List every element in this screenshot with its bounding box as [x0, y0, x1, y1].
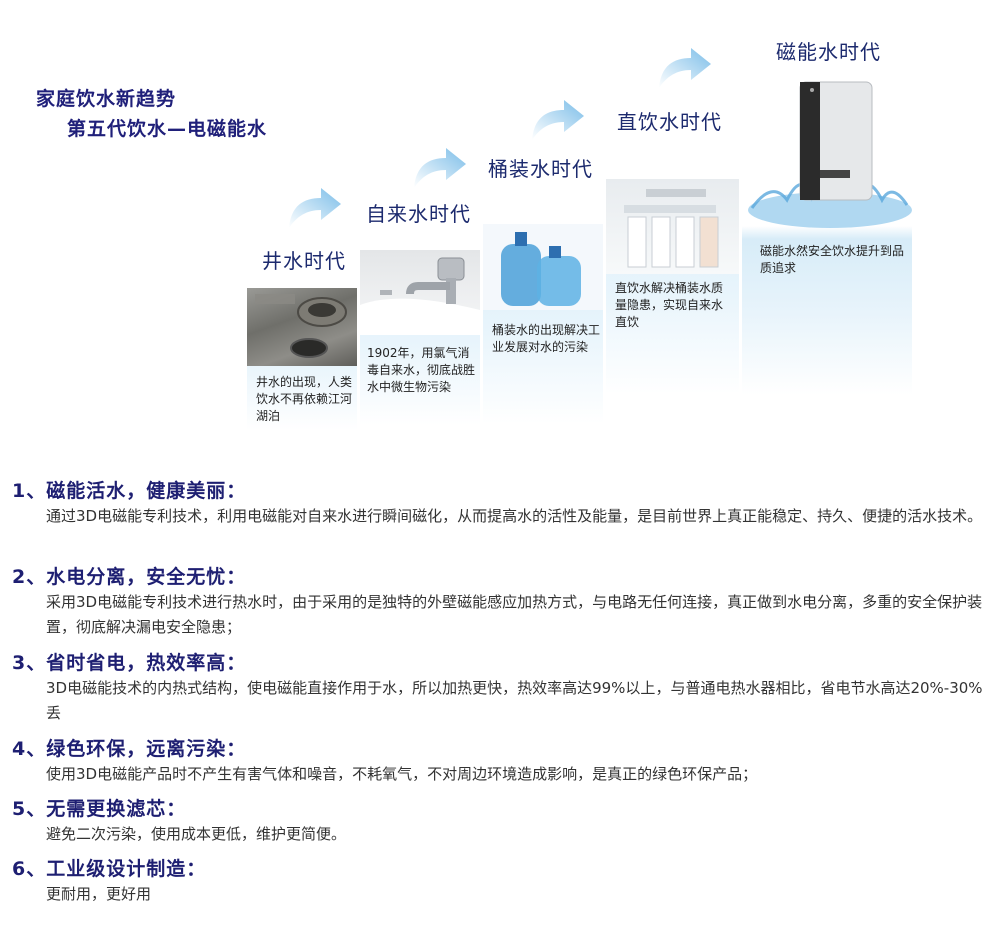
header-title: 家庭饮水新趋势: [36, 88, 177, 110]
feature-title-3: 3、省时省电，热效率高：: [12, 652, 247, 674]
feature-body-3: 3D电磁能技术的内热式结构，使电磁能直接作用于水，所以加热更快，热效率高达99%…: [46, 679, 983, 722]
arrow-up-right-icon: [659, 48, 711, 88]
faucet-photo: [360, 250, 480, 335]
era-label-bottled: 桶装水时代: [488, 157, 593, 181]
feature-body-5: 避免二次污染，使用成本更低，维护更简便。: [46, 825, 347, 843]
era-caption-tap: 1902年，用氯气消毒自来水，彻底战胜水中微生物污染: [367, 346, 476, 394]
arrow-up-right-icon: [289, 188, 341, 228]
era-panel-direct: 直饮水解决桶装水质量隐患，实现自来水直饮: [606, 179, 739, 394]
feature-title-2: 2、水电分离，安全无忧：: [12, 566, 247, 588]
feature-body-4: 使用3D电磁能产品时不产生有害气体和噪音，不耗氧气，不对周边环境造成影响，是真正…: [46, 765, 758, 783]
feature-title-6: 6、工业级设计制造：: [12, 858, 207, 880]
filter-photo: [606, 179, 739, 274]
feature-title-1: 1、磁能活水，健康美丽：: [12, 480, 247, 502]
feature-body-1: 通过3D电磁能专利技术，利用电磁能对自来水进行瞬间磁化，从而提高水的活性及能量，…: [46, 507, 983, 525]
dispenser-splash-photo: [742, 70, 912, 235]
era-label-direct: 直饮水时代: [617, 110, 722, 134]
arrow-up-right-icon: [532, 100, 584, 140]
era-caption-direct: 直饮水解决桶装水质量隐患，实现自来水直饮: [615, 281, 724, 329]
arrow-up-right-icon: [414, 148, 466, 188]
feature-body-2: 采用3D电磁能专利技术进行热水时，由于采用的是独特的外壁磁能感应加热方式，与电路…: [46, 593, 983, 636]
era-panel-bottled: 桶装水的出现解决工业发展对水的污染: [483, 224, 603, 424]
header-subtitle: 第五代饮水—电磁能水: [67, 118, 268, 140]
era-label-tap: 自来水时代: [366, 202, 471, 226]
era-panel-well: 井水的出现，人类饮水不再依赖江河湖泊: [247, 288, 357, 430]
water-jugs-photo: [483, 224, 603, 310]
era-label-well: 井水时代: [262, 249, 346, 273]
feature-body-6: 更耐用，更好用: [46, 885, 152, 903]
feature-title-5: 5、无需更换滤芯：: [12, 798, 187, 820]
era-caption-bottled: 桶装水的出现解决工业发展对水的污染: [492, 323, 601, 354]
era-panel-tap: 1902年，用氯气消毒自来水，彻底战胜水中微生物污染: [360, 250, 480, 425]
era-caption-magnetic: 磁能水然安全饮水提升到品质追求: [760, 244, 905, 275]
era-panel-magnetic: 磁能水然安全饮水提升到品质追求: [742, 70, 912, 395]
era-caption-well: 井水的出现，人类饮水不再依赖江河湖泊: [256, 375, 353, 423]
era-label-magnetic: 磁能水时代: [776, 40, 881, 64]
well-photo: [247, 288, 357, 366]
feature-title-4: 4、绿色环保，远离污染：: [12, 738, 247, 760]
